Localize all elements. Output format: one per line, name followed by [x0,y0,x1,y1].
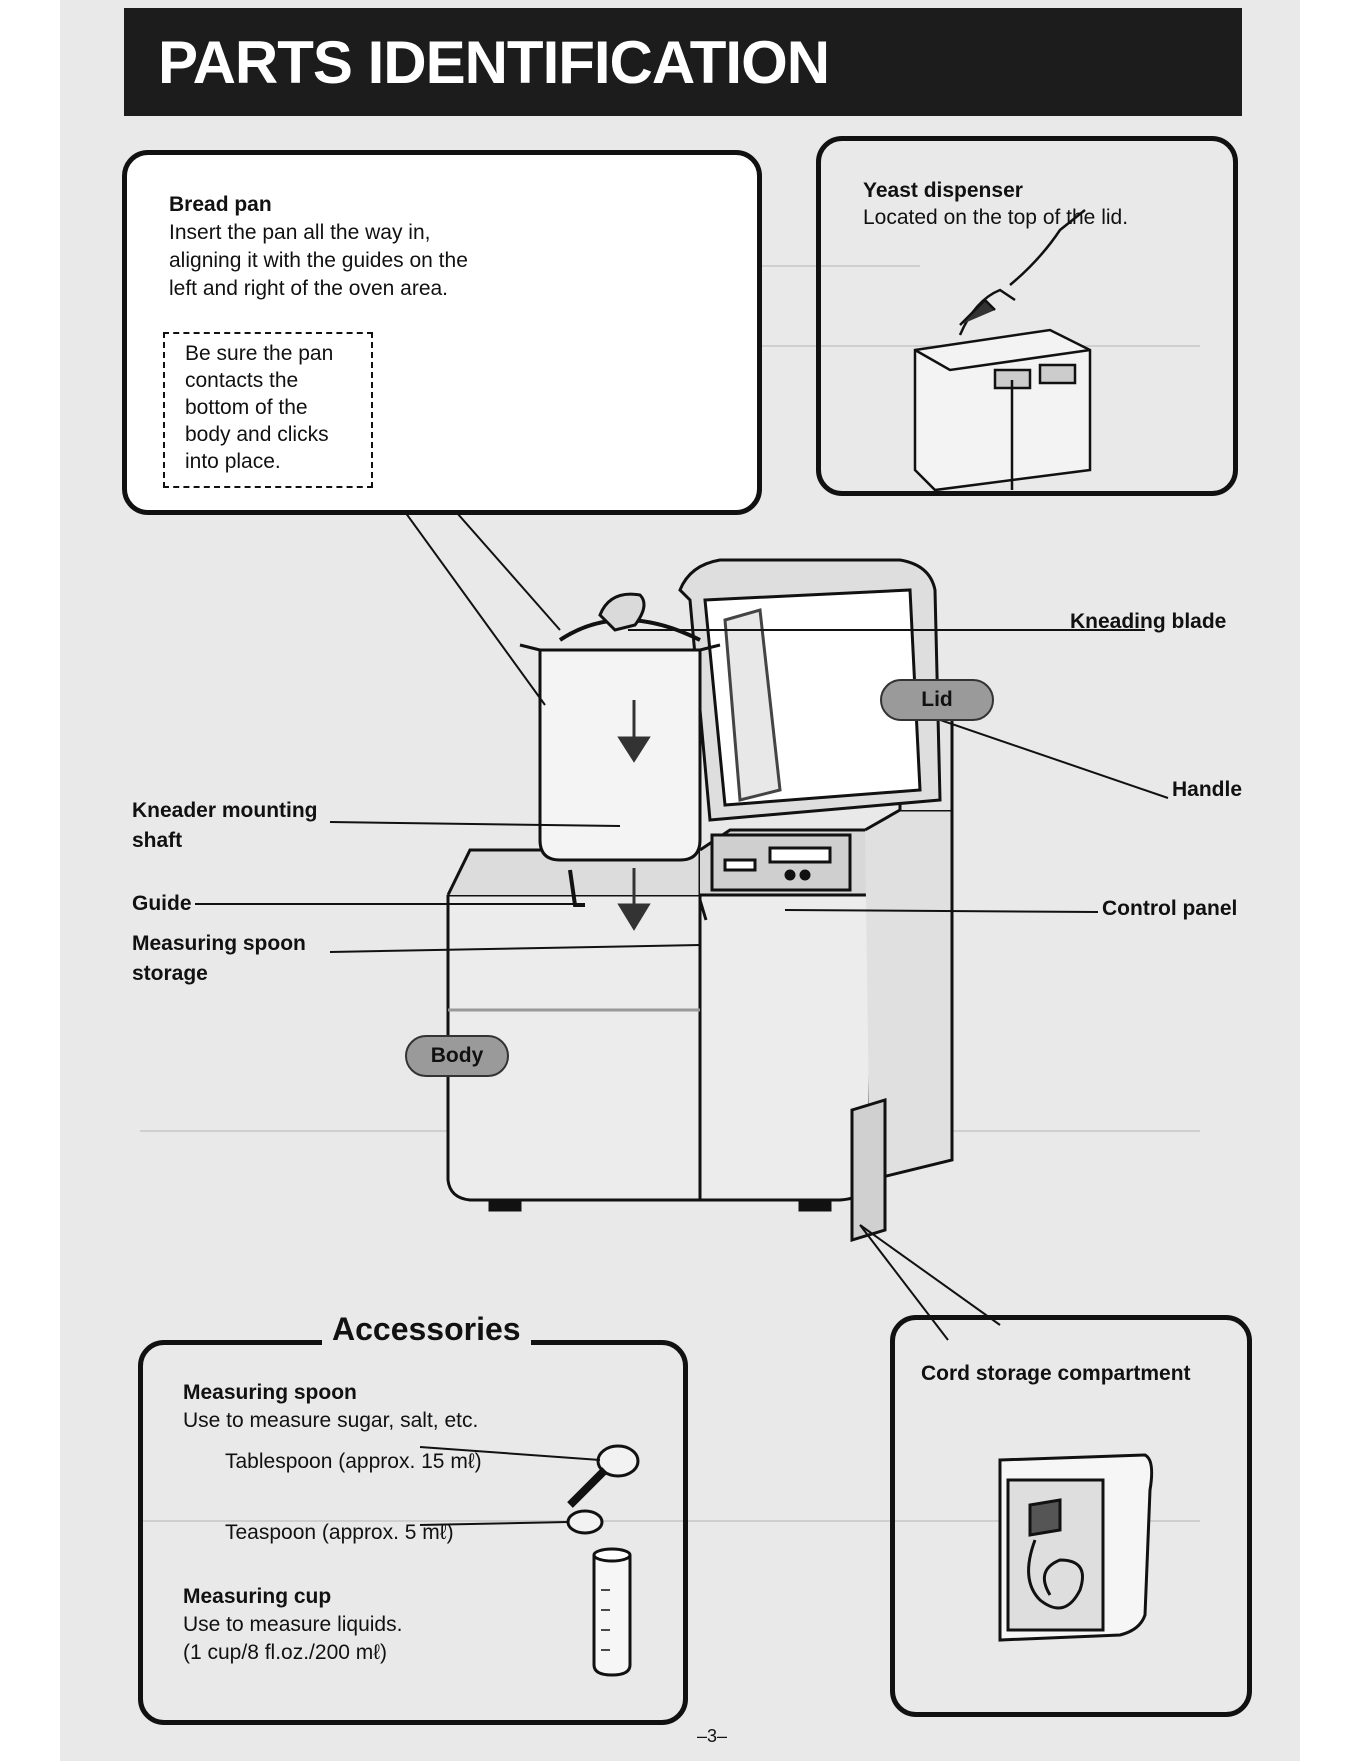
bread-pan-callout: Bread pan Insert the pan all the way in,… [122,150,762,515]
kneading-blade-label: Kneading blade [1070,610,1227,633]
pan-note-4: body and clicks [185,423,329,446]
measuring-cup-size: (1 cup/8 fl.oz./200 mℓ) [183,1641,388,1664]
lid-label: Lid [880,679,994,721]
control-panel-label: Control panel [1102,897,1238,920]
pan-note-3: bottom of the [185,396,308,419]
cord-storage-callout: Cord storage compartment [890,1315,1252,1717]
bread-pan-desc-3: left and right of the oven area. [169,277,449,300]
yeast-dispenser-callout: Yeast dispenser Located on the top of th… [816,136,1238,496]
guide-label: Guide [132,892,192,915]
teaspoon-label: Teaspoon (approx. 5 mℓ) [225,1521,454,1544]
yeast-dispenser-desc: Located on the top of the lid. [863,206,1129,229]
title-bar: PARTS IDENTIFICATION [124,8,1242,116]
spoon-storage-label-2: storage [132,962,208,985]
body-label: Body [405,1035,509,1077]
spoon-storage-label-1: Measuring spoon [132,932,306,955]
bread-pan-desc-2: aligning it with the guides on the [169,249,468,272]
bread-pan-desc-1: Insert the pan all the way in, [169,221,431,244]
accessories-heading: Accessories [322,1311,531,1348]
page-number: –3– [697,1726,728,1746]
yeast-dispenser-title: Yeast dispenser [863,179,1023,202]
pan-note-5: into place. [185,450,281,473]
handle-label: Handle [1172,778,1243,801]
kneader-shaft-label-2: shaft [132,829,183,852]
tablespoon-label: Tablespoon (approx. 15 mℓ) [225,1450,482,1473]
measuring-spoon-desc: Use to measure sugar, salt, etc. [183,1409,479,1432]
measuring-spoon-title: Measuring spoon [183,1381,357,1404]
accessories-box: Measuring spoon Use to measure sugar, sa… [138,1340,688,1725]
kneader-shaft-label-1: Kneader mounting [132,799,318,822]
measuring-cup-title: Measuring cup [183,1585,332,1608]
page-title: PARTS IDENTIFICATION [158,29,830,96]
pan-note-1: Be sure the pan [185,342,334,365]
cord-storage-title: Cord storage compartment [921,1362,1191,1385]
bread-pan-title: Bread pan [169,193,272,216]
show-through-line [140,1520,1200,1522]
measuring-cup-desc: Use to measure liquids. [183,1613,403,1636]
pan-note-box: Be sure the pan contacts the bottom of t… [163,332,373,488]
pan-note-2: contacts the [185,369,299,392]
